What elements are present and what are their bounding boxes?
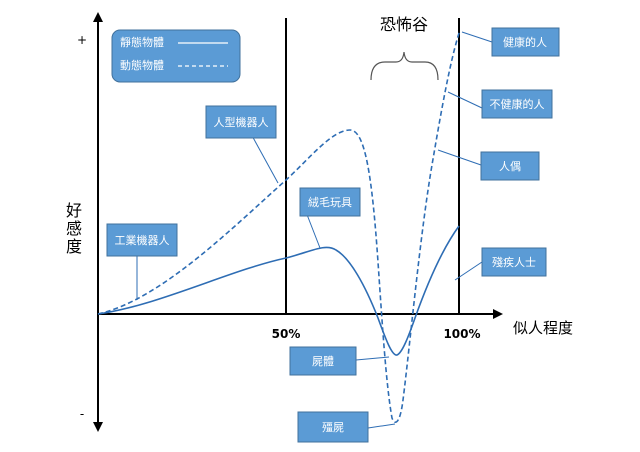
uncanny-valley-brace: [370, 51, 439, 81]
x-tick-100: 100%: [443, 327, 480, 341]
moving-object-curve: [97, 29, 461, 423]
y-axis-plus: +: [77, 33, 87, 47]
callout-line-unhealthy-person: [447, 91, 483, 109]
callout-stuffed-animal-label: 絨毛玩具: [308, 196, 352, 209]
callout-humanoid-robot: 人型機器人: [205, 105, 277, 139]
y-axis-label-char-1: 好: [66, 201, 82, 220]
callout-line-disabled-person: [454, 261, 483, 281]
callout-puppet: 人偶: [480, 151, 540, 181]
y-axis-arrow-up: [93, 12, 103, 22]
x-tick-50: 50%: [272, 327, 301, 341]
callout-zombie-label: 殭屍: [322, 421, 344, 434]
callout-zombie: 殭屍: [297, 411, 369, 443]
callout-healthy-person: 健康的人: [491, 27, 560, 57]
y-axis-arrow-down: [93, 422, 103, 432]
callout-unhealthy-person: 不健康的人: [481, 89, 553, 119]
still-object-curve: [97, 225, 460, 356]
y-axis-label-char-3: 度: [66, 237, 82, 256]
callout-humanoid-robot-label: 人型機器人: [214, 115, 269, 129]
legend-moving-label: 動態物體: [120, 58, 164, 72]
y-axis-label-char-2: 感: [66, 219, 82, 238]
callout-healthy-person-label: 健康的人: [503, 35, 547, 49]
y-axis-minus: -: [80, 407, 84, 421]
callout-line-zombie: [367, 423, 396, 429]
callout-unhealthy-person-label: 不健康的人: [490, 97, 545, 111]
callout-disabled-person: 殘疾人士: [481, 247, 547, 277]
callout-line-corpse: [355, 356, 390, 361]
x-axis-arrow: [493, 309, 503, 319]
callout-line-stuffed-animal: [305, 211, 321, 249]
x-axis-label: 似人程度: [513, 319, 573, 337]
legend: 靜態物體 動態物體: [111, 29, 241, 83]
callout-industrial-robot-label: 工業機器人: [115, 233, 170, 247]
callout-line-healthy-person: [461, 31, 493, 43]
legend-still-label: 靜態物體: [120, 35, 164, 49]
uncanny-valley-label: 恐怖谷: [380, 15, 428, 34]
callout-line-puppet: [437, 149, 482, 166]
callout-puppet-label: 人偶: [499, 160, 521, 173]
callout-industrial-robot: 工業機器人: [106, 223, 178, 257]
callout-stuffed-animal: 絨毛玩具: [299, 187, 361, 217]
callout-line-humanoid-robot: [249, 131, 279, 184]
callout-corpse-label: 屍體: [312, 355, 334, 368]
callout-disabled-person-label: 殘疾人士: [492, 255, 536, 269]
callout-corpse: 屍體: [289, 346, 357, 376]
